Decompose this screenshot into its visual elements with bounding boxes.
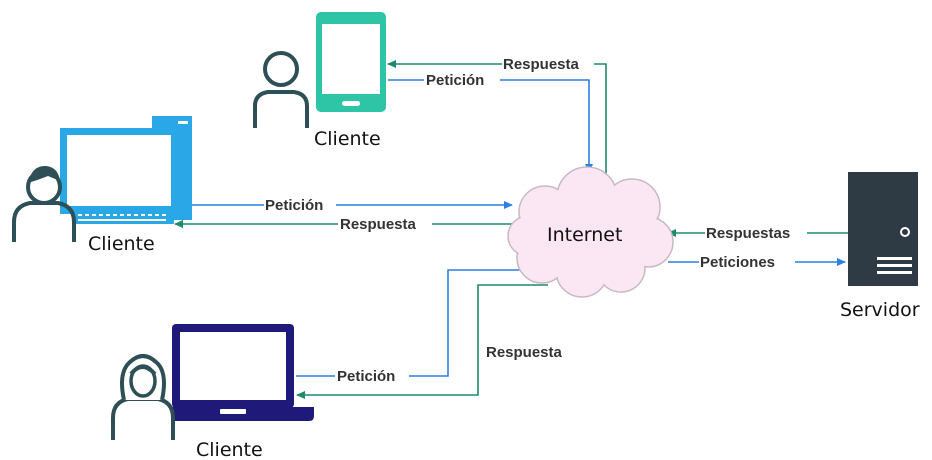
phone-request-label: Petición [426, 72, 484, 89]
server-label: Servidor [840, 299, 920, 321]
desktop-response-label: Respuesta [340, 216, 417, 233]
internet-label: Internet [547, 224, 622, 246]
client-phone-label: Cliente [314, 128, 381, 150]
laptop-response-label: Respuesta [486, 344, 563, 361]
client-desktop-label: Cliente [88, 233, 155, 255]
cloud-icon [507, 166, 674, 298]
client-laptop-label: Cliente [196, 439, 263, 460]
person-icon [12, 165, 76, 242]
laptop-response-line [296, 284, 548, 399]
server-icon [848, 172, 918, 286]
desktop-computer-icon [60, 116, 192, 224]
server-responses-label: Respuestas [706, 225, 790, 242]
phone-icon [316, 12, 386, 112]
laptop-icon [150, 324, 314, 421]
phone-response-line [387, 60, 607, 178]
person-icon [253, 51, 309, 128]
phone-response-label: Respuesta [503, 56, 580, 73]
phone-request-line [388, 79, 593, 173]
desktop-request-label: Petición [265, 197, 323, 214]
server-requests-label: Peticiones [700, 254, 775, 271]
laptop-request-label: Petición [337, 368, 395, 385]
person-icon [111, 354, 175, 440]
